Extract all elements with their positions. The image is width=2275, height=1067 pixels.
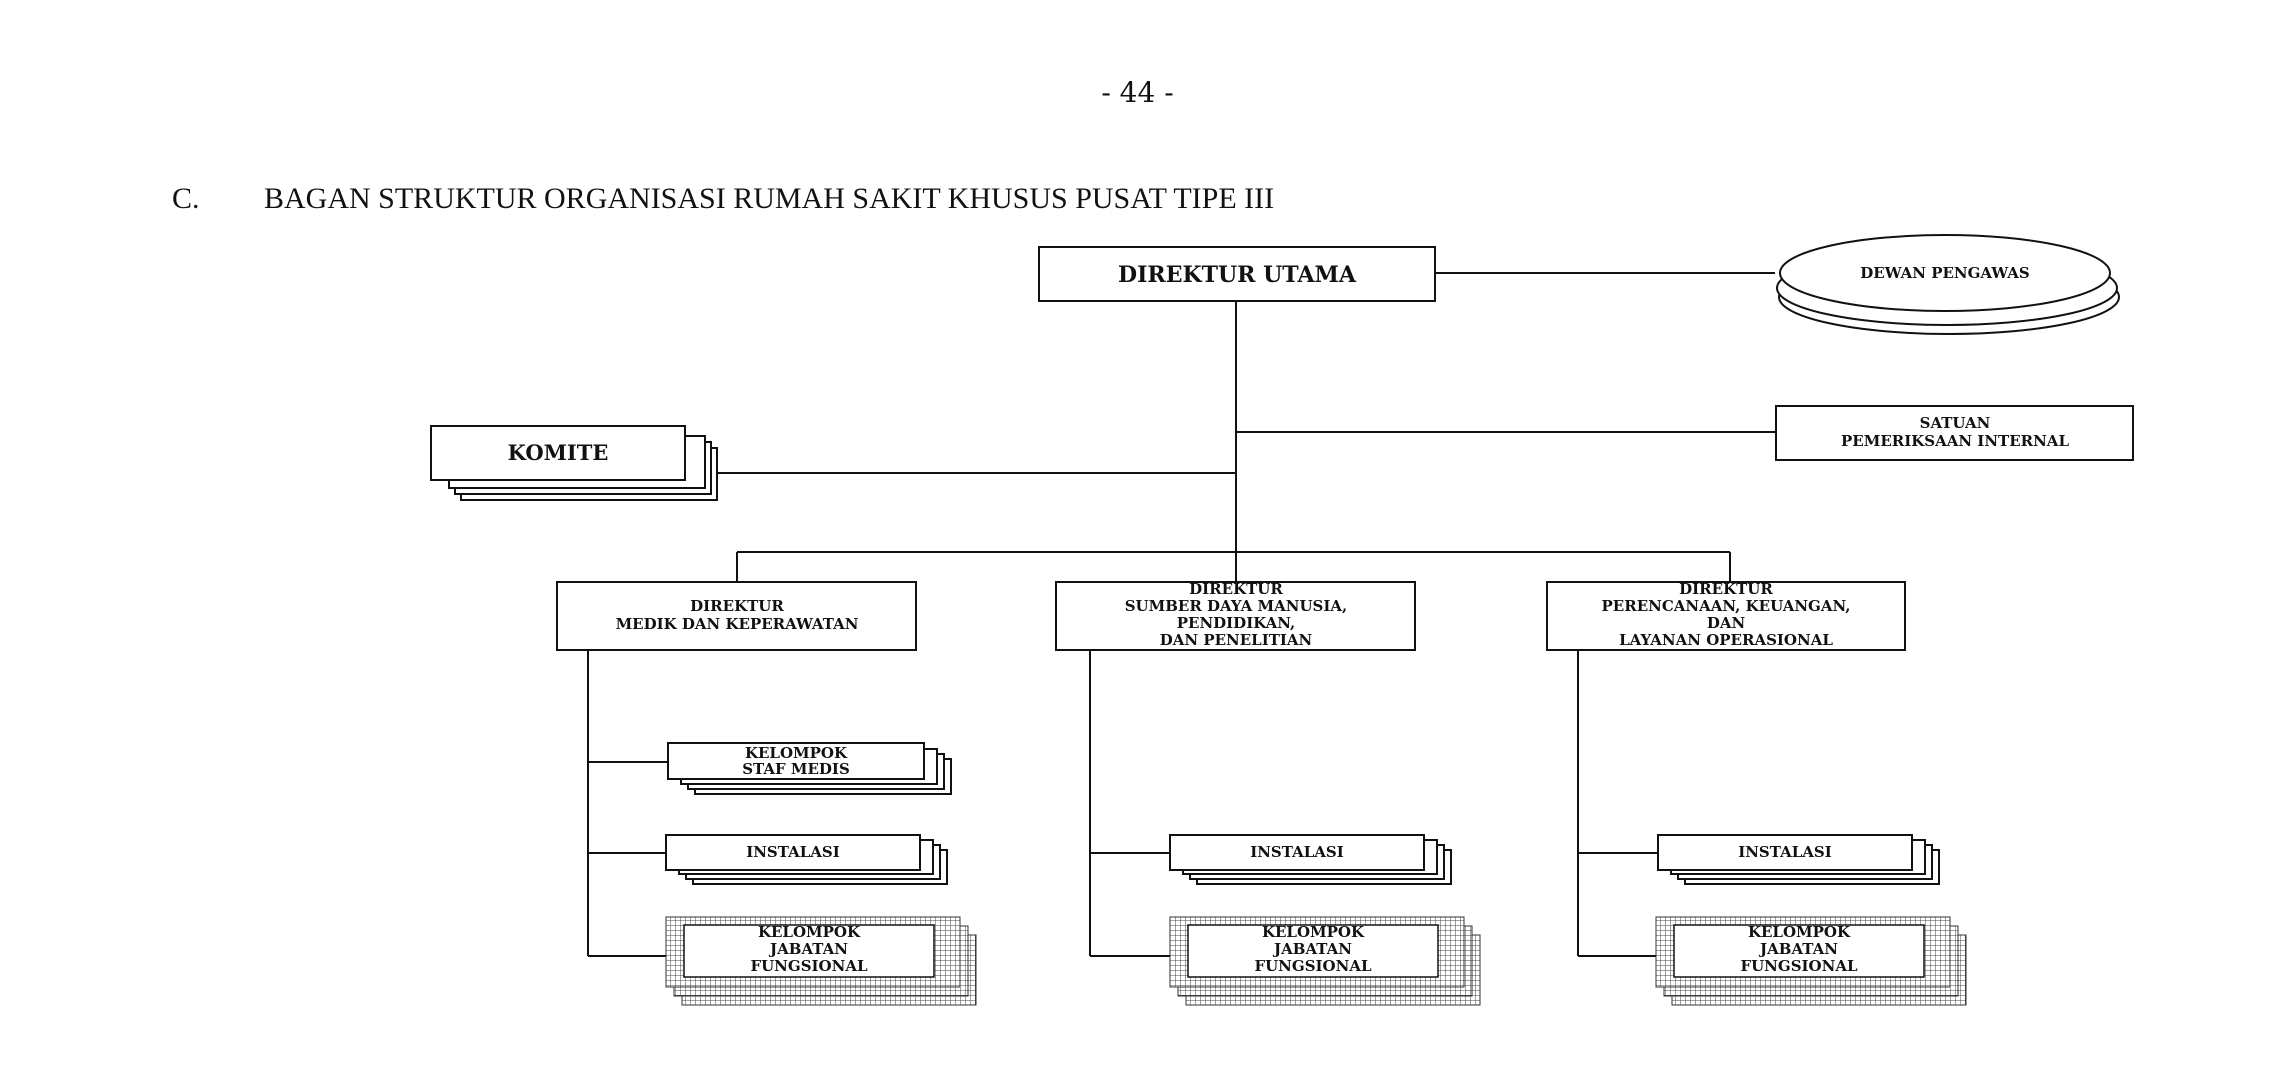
direktur-perencanaan-line-1: DIREKTUR: [1679, 580, 1773, 598]
kjf-perencanaan-line-1: KELOMPOK: [1748, 923, 1851, 941]
kelompok-staf-medis-line-1: KELOMPOK: [745, 744, 848, 762]
page-number: - 44 -: [1101, 76, 1174, 109]
direktur-sdm-line-2: SUMBER DAYA MANUSIA,: [1125, 597, 1348, 615]
kjf-box-medik: KELOMPOK JABATAN FUNGSIONAL: [665, 916, 977, 1006]
komite-label: KOMITE: [508, 440, 609, 465]
direktur-utama-label: DIREKTUR UTAMA: [1118, 262, 1357, 288]
direktur-sdm-box: DIREKTUR SUMBER DAYA MANUSIA, PENDIDIKAN…: [1055, 580, 1416, 651]
satuan-pemeriksaan-internal-box: SATUAN PEMERIKSAAN INTERNAL: [1775, 405, 2134, 461]
kelompok-staf-medis-box: KELOMPOK STAF MEDIS: [667, 742, 952, 795]
kjf-medik-line-2: JABATAN: [768, 940, 848, 958]
instalasi-label-medik: INSTALASI: [746, 843, 840, 861]
kjf-medik-line-3: FUNGSIONAL: [750, 957, 868, 975]
kjf-medik-line-1: KELOMPOK: [758, 923, 861, 941]
kelompok-staf-medis-line-2: STAF MEDIS: [742, 760, 850, 778]
instalasi-label-perencanaan: INSTALASI: [1738, 843, 1832, 861]
kjf-box-perencanaan: KELOMPOK JABATAN FUNGSIONAL: [1655, 916, 1967, 1006]
dewan-pengawas-label: DEWAN PENGAWAS: [1860, 264, 2029, 282]
instalasi-box-sdm: INSTALASI: [1169, 834, 1452, 885]
instalasi-label-sdm: INSTALASI: [1250, 843, 1344, 861]
instalasi-box-perencanaan: INSTALASI: [1657, 834, 1940, 885]
kjf-sdm-line-1: KELOMPOK: [1262, 923, 1365, 941]
spi-label-line-2: PEMERIKSAAN INTERNAL: [1841, 432, 2069, 450]
komite-box: KOMITE: [430, 425, 718, 501]
kjf-sdm-line-2: JABATAN: [1272, 940, 1352, 958]
kjf-box-sdm: KELOMPOK JABATAN FUNGSIONAL: [1169, 916, 1481, 1006]
dewan-pengawas-box: DEWAN PENGAWAS: [1776, 234, 2120, 335]
spi-label-line-1: SATUAN: [1920, 414, 1991, 432]
section-title: BAGAN STRUKTUR ORGANISASI RUMAH SAKIT KH…: [264, 182, 1275, 215]
connector-lines: [587, 272, 1776, 957]
section-letter: C.: [172, 182, 200, 215]
direktur-medik-box: DIREKTUR MEDIK DAN KEPERAWATAN: [556, 581, 917, 651]
direktur-perencanaan-line-2: PERENCANAAN, KEUANGAN,: [1602, 597, 1851, 615]
section-heading: C. BAGAN STRUKTUR ORGANISASI RUMAH SAKIT …: [172, 182, 1274, 216]
direktur-sdm-line-3: PENDIDIKAN,: [1177, 614, 1296, 632]
kjf-sdm-line-3: FUNGSIONAL: [1254, 957, 1372, 975]
direktur-medik-line-1: DIREKTUR: [690, 597, 784, 615]
direktur-perencanaan-line-4: LAYANAN OPERASIONAL: [1619, 631, 1833, 649]
direktur-sdm-line-4: DAN PENELITIAN: [1160, 631, 1313, 649]
direktur-perencanaan-box: DIREKTUR PERENCANAAN, KEUANGAN, DAN LAYA…: [1546, 580, 1906, 651]
direktur-sdm-line-1: DIREKTUR: [1189, 580, 1283, 598]
kjf-perencanaan-line-3: FUNGSIONAL: [1740, 957, 1858, 975]
kjf-perencanaan-line-2: JABATAN: [1758, 940, 1838, 958]
instalasi-box-medik: INSTALASI: [665, 834, 948, 885]
direktur-medik-line-2: MEDIK DAN KEPERAWATAN: [616, 615, 859, 633]
direktur-utama-box: DIREKTUR UTAMA: [1038, 246, 1436, 302]
direktur-perencanaan-line-3: DAN: [1707, 614, 1746, 632]
